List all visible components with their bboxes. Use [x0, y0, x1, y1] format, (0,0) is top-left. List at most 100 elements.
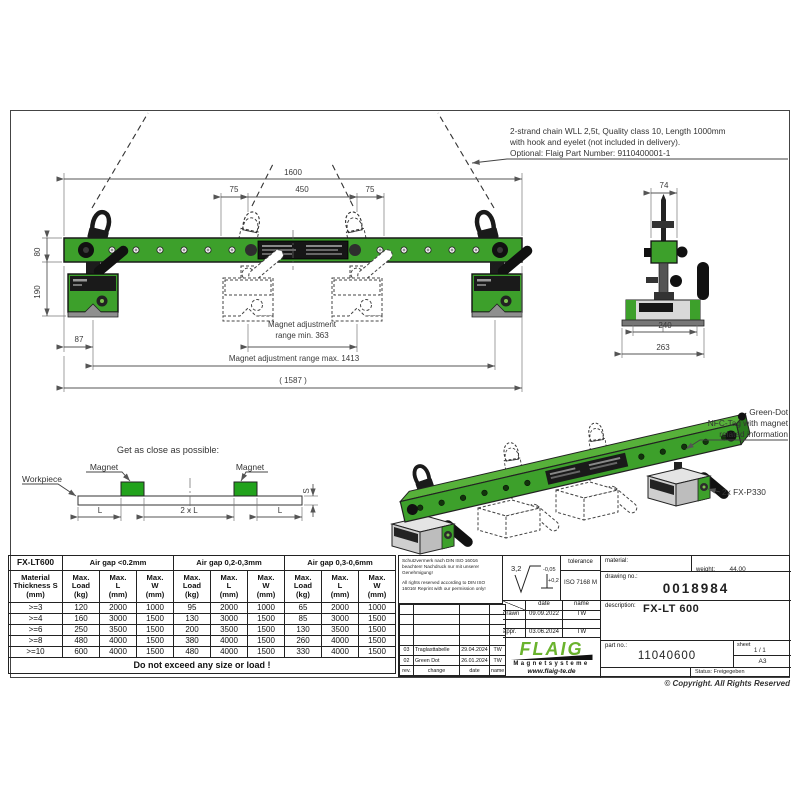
col-header-load: Max.Load(kg) [284, 570, 322, 603]
green-dot-label-line1: Green-Dot [749, 407, 788, 417]
chain-note: 2-strand chain WLL 2,5t, Quality class 1… [471, 126, 788, 165]
shackle-inner-left [238, 209, 264, 243]
dim-thickness-s: S [302, 488, 311, 493]
schematic-magnet-right [233, 481, 258, 497]
chain-stub-right [330, 161, 354, 207]
sheet-value: 1 / 1 [754, 648, 766, 654]
sheet-frame [10, 110, 790, 678]
dim-left-offset: 75 [230, 185, 239, 194]
edge-symbol-icon [541, 574, 553, 589]
col-header-load: Max.Load(kg) [173, 570, 211, 603]
scale-cell: scale: 1:7 [601, 668, 691, 678]
dim-overall: 1600 [284, 168, 302, 177]
part-number-cell: part no.: 11040600 [601, 641, 734, 668]
chain-left [91, 112, 149, 209]
green-dot-leader [685, 439, 788, 450]
revision-empty-row [399, 624, 507, 636]
col-header-w: Max.W(mm) [136, 570, 174, 603]
iso-magnet-right [647, 461, 732, 507]
logo-website: www.flaig-te.de [527, 668, 576, 675]
dim-magnet-height: 190 [33, 285, 42, 299]
date-header: date [526, 601, 563, 611]
shackle-inner-right [341, 209, 367, 243]
logo-wordmark: FLAIG [519, 639, 584, 659]
part-number-value: 11040600 [637, 650, 697, 662]
chain-stub-left [251, 161, 275, 207]
drawing-number-value: 0018984 [662, 581, 730, 596]
title-block: Schutzvermerk nach DIN ISO 16016 beachte… [398, 555, 791, 678]
date-name-corner [503, 601, 526, 611]
load-capacity-table: FX-LT600 Air gap <0.2mm Air gap 0,2-0,3m… [8, 555, 396, 674]
part-number-label: part no.: [605, 643, 628, 649]
drawn-name: TW [563, 611, 601, 620]
drawing-number-cell: drawing no.: 0018984 [601, 572, 791, 601]
empty-approval-row [503, 620, 526, 629]
description-cell: description: FX-LT 600 [601, 601, 791, 641]
dim-adjust-max: Magnet adjustment range max. 1413 [229, 354, 360, 363]
approved-label: appr. [503, 629, 526, 638]
col-header-l: Max.L(mm) [321, 570, 359, 603]
beam-section [650, 240, 678, 264]
schematic-workpiece-label: Workpiece [22, 474, 62, 484]
drawing-number-label: drawing no.: [605, 574, 638, 580]
weight-label: weight: [696, 567, 716, 572]
company-logo: FLAIG Magnetsysteme www.flaig-te.de [503, 638, 601, 678]
schematic-magnet-left [120, 481, 145, 497]
status-value: Status: Freigegeben [695, 669, 745, 675]
dim-l-right: L [278, 506, 283, 515]
material-label: material: [601, 556, 691, 572]
magnet-side-handle [697, 262, 709, 300]
table-warning: Do not exceed any size or load ! [8, 657, 396, 674]
copyright-text: © Copyright. All Rights Reserved [664, 679, 790, 688]
schematic-title: Get as close as possible: [117, 445, 219, 455]
chain-note-line2: with hook and eyelet (not included in de… [509, 137, 680, 147]
dim-body-width: 240 [658, 321, 672, 330]
weight-cell: weight: 44.00 [691, 556, 791, 572]
surface-roughness-icon [514, 565, 541, 594]
edge-upper-value: -0,05 [543, 567, 556, 573]
revision-empty-row [399, 614, 507, 626]
weight-value: 44.00 [729, 566, 746, 572]
iso-beam [398, 412, 751, 523]
format-value: A3 [734, 656, 791, 668]
front-view: 1600 75 450 75 80 190 87 Magnet adjustme… [33, 112, 536, 392]
drawn-label: drawn [503, 611, 526, 620]
copyright-notice-box: Schutzvermerk nach DIN ISO 16016 beachte… [399, 556, 503, 604]
surface-symbol-cell: 3,2 -0,05 +0,2 [503, 556, 561, 601]
chain-right [437, 112, 495, 209]
green-dot-label-line2: NFC-Tag with magnet [708, 418, 789, 428]
air-gap-header-3: Air gap 0,3-0,6mm [284, 555, 396, 571]
chain-note-leader [471, 158, 788, 165]
col-header-l: Max.L(mm) [210, 570, 248, 603]
drawn-date: 09.09.2022 [526, 611, 563, 620]
dim-total-ref: ( 1587 ) [279, 376, 307, 385]
notice-english: All rights reserved according to DIN ISO… [402, 579, 486, 591]
col-header-w: Max.W(mm) [358, 570, 396, 603]
magnet-side-base [621, 319, 705, 327]
tolerance-value: ISO 7168 M [561, 571, 601, 601]
iso-view: Green-Dot NFC-Tag with magnet related in… [391, 407, 789, 555]
empty-approval-row [563, 620, 601, 629]
col-header-l: Max.L(mm) [99, 570, 137, 603]
surface-roughness-value: 3,2 [511, 564, 521, 573]
tolerance-label: tolerance [561, 556, 601, 571]
dim-end-offset: 87 [75, 335, 84, 344]
name-header: name [563, 601, 601, 611]
dim-base-width: 263 [656, 343, 670, 352]
empty-approval-row [526, 620, 563, 629]
sheet-cell: sheet 1 / 1 [734, 641, 791, 656]
spacing-schematic: Get as close as possible: Magnet Magnet … [22, 445, 318, 521]
air-gap-header-2: Air gap 0,2-0,3mm [173, 555, 285, 571]
sheet-label: sheet [737, 642, 751, 648]
schematic-magnet-label-right: Magnet [236, 462, 265, 472]
table-model: FX-LT600 [8, 555, 63, 571]
dim-adjust-min-line1: Magnet adjustment [268, 320, 337, 329]
